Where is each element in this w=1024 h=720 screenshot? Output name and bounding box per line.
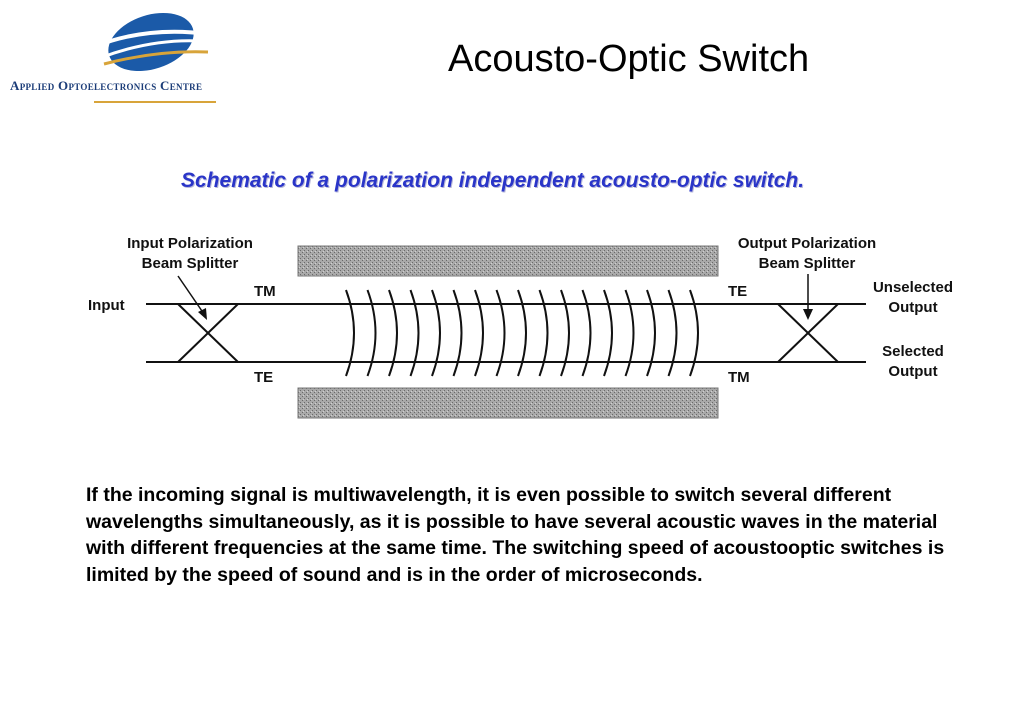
acoustic-wavefront <box>517 289 527 377</box>
acoustic-wavefront <box>388 289 398 377</box>
acoustic-wavefront <box>474 289 484 377</box>
acoustic-wavefront <box>667 289 678 377</box>
logo-text: Applied Optoelectronics Centre <box>10 78 203 93</box>
acoustic-wavefront <box>624 289 635 377</box>
te-bottom-left-label: TE <box>254 369 273 386</box>
switch-schematic: Input Polarization Beam Splitter Output … <box>88 235 953 419</box>
output-pbs-label-1: Output Polarization <box>738 235 876 252</box>
input-pbs-label-1: Input Polarization <box>127 235 253 252</box>
selected-output-label-1: Selected <box>882 343 944 360</box>
acoustic-wavefront <box>560 289 570 377</box>
acoustic-wavefront <box>452 289 463 377</box>
te-top-right-label: TE <box>728 283 747 300</box>
acoustic-wavefronts <box>345 289 699 377</box>
body-paragraph: If the incoming signal is multiwavelengt… <box>86 484 945 586</box>
acoustic-wavefront <box>366 289 377 377</box>
acoustic-wavefront <box>603 289 613 377</box>
acoustic-wavefront <box>581 289 592 377</box>
tm-top-left-label: TM <box>254 283 276 300</box>
input-beam-splitter <box>177 303 239 363</box>
input-label: Input <box>88 297 125 314</box>
tm-bottom-right-label: TM <box>728 369 750 386</box>
figure-caption: Schematic of a polarization independent … <box>181 169 805 192</box>
top-transducer-block <box>297 245 719 277</box>
unselected-output-label-2: Output <box>888 299 937 316</box>
output-pbs-arrow <box>803 274 813 320</box>
input-pbs-arrow <box>177 275 207 320</box>
page-title: Acousto-Optic Switch <box>448 38 810 80</box>
output-beam-splitter <box>777 303 839 363</box>
acoustic-wavefront <box>345 289 355 377</box>
logo-swoosh-icon <box>94 12 216 103</box>
output-pbs-label-2: Beam Splitter <box>759 255 856 272</box>
selected-output-label-2: Output <box>888 363 937 380</box>
acoustic-wavefront <box>646 289 656 377</box>
unselected-output-label-1: Unselected <box>873 279 953 296</box>
acoustic-wavefront <box>431 289 441 377</box>
acoustic-wavefront <box>538 289 549 377</box>
acoustic-wavefront <box>495 289 506 377</box>
acoustic-wavefront <box>689 289 699 377</box>
acoustic-wavefront <box>409 289 420 377</box>
input-pbs-label-2: Beam Splitter <box>142 255 239 272</box>
bottom-transducer-block <box>297 387 719 419</box>
